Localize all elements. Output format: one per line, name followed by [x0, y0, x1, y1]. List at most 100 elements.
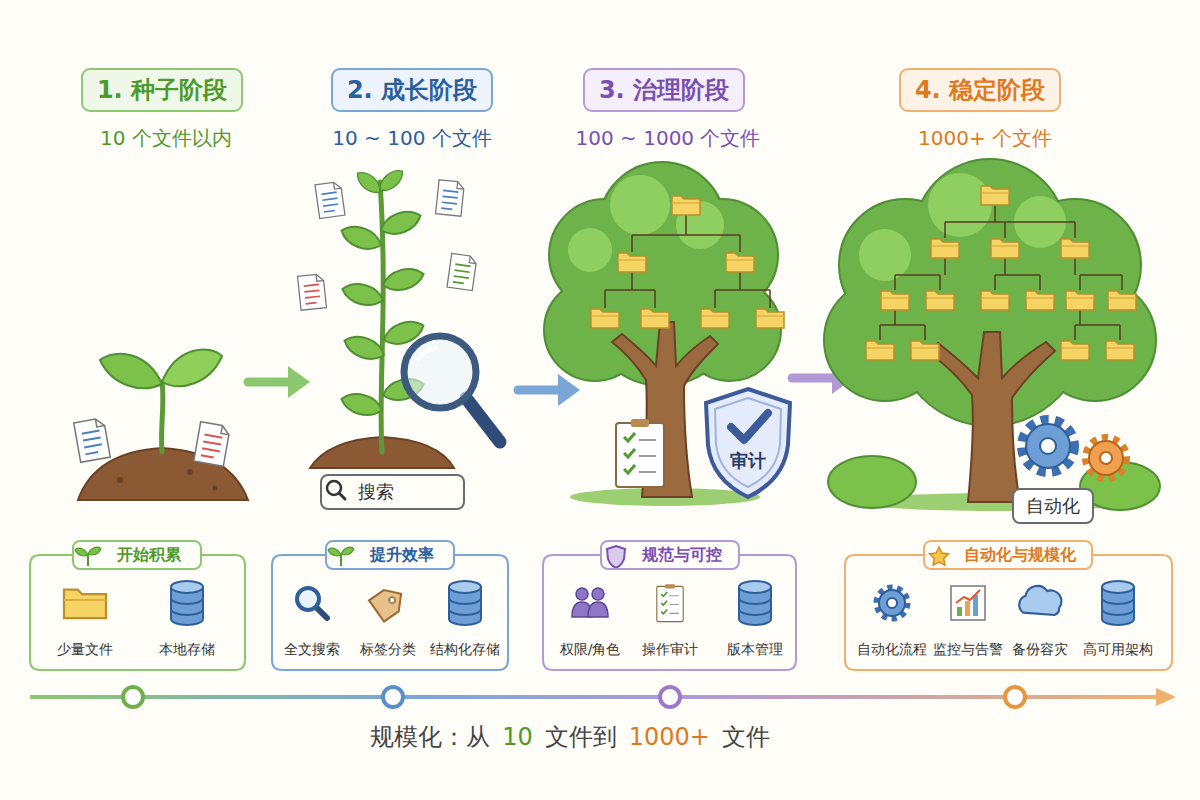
big-tree-illustration	[880, 205, 1122, 340]
automation-box: 自动化	[1012, 488, 1094, 524]
gear-icon	[1022, 420, 1126, 478]
stage-title-box: 4. 稳定阶段	[899, 68, 1061, 112]
feature-icon	[572, 588, 608, 617]
heading-icon	[75, 546, 949, 568]
gear-icon	[1026, 424, 1070, 468]
panel-outline	[543, 555, 796, 670]
audit-shield: 审计	[700, 385, 796, 501]
feature-icon	[592, 588, 604, 600]
caption-part: 文件	[722, 722, 770, 752]
box-label: 自动化	[1026, 495, 1080, 516]
big-tree-illustration	[981, 291, 1009, 310]
big-tree-illustration	[1026, 291, 1054, 310]
tree-illustration	[701, 309, 729, 328]
tree-illustration	[756, 309, 784, 328]
stage-subtitle: 10 ~ 100 个文件	[332, 126, 491, 150]
big-tree-illustration	[991, 239, 1019, 258]
plant-illustration	[339, 493, 345, 499]
stage-title-box: 1. 种子阶段	[81, 68, 243, 112]
tree-illustration	[618, 253, 646, 272]
big-tree-illustration	[828, 456, 916, 508]
feature-label: 少量文件	[57, 640, 113, 658]
timeline	[383, 687, 403, 707]
big-tree-illustration	[1066, 291, 1094, 310]
feature-icon	[388, 596, 396, 604]
feature-icon	[297, 588, 319, 610]
stage-subtitle: 10 个文件以内	[100, 126, 232, 150]
caption-part: 规模化：从	[370, 722, 490, 752]
big-tree-illustration	[859, 229, 911, 281]
caption-row: 规模化：从10文件到1000+文件	[370, 722, 770, 752]
tree-illustration	[605, 215, 770, 308]
plant-illustration	[353, 168, 384, 197]
caption-part: 1000+	[629, 722, 710, 752]
big-tree-illustration	[859, 173, 1066, 281]
seed-illustration	[74, 349, 248, 500]
seed-illustration	[162, 349, 222, 386]
feature-icon	[657, 584, 683, 621]
panel-heading: 规范与可控	[600, 540, 740, 570]
feature-icon	[956, 590, 980, 603]
flow-arrow	[558, 374, 580, 406]
feature-panel: 自动化与规模化自动化流程监控与告警备份容灾高可用架构	[845, 555, 1172, 670]
feature-label: 监控与告警	[933, 640, 1003, 658]
plant-illustration	[436, 180, 465, 216]
tree-illustration	[616, 419, 664, 487]
seed-illustration	[117, 477, 123, 483]
feature-icon	[1102, 581, 1134, 625]
plant-illustration	[378, 206, 424, 239]
plant-illustration	[466, 398, 500, 442]
feature-icon	[64, 581, 1134, 625]
feature-icon	[951, 586, 985, 620]
feature-label: 结构化存储	[430, 640, 500, 658]
feature-icon	[957, 607, 962, 616]
feature-label: 备份容灾	[1012, 640, 1068, 658]
tree-illustration	[641, 309, 669, 328]
seed-illustration	[74, 418, 110, 463]
gear-icon	[1100, 452, 1112, 464]
panel-heading: 提升效率	[325, 540, 455, 570]
feature-label: 操作审计	[642, 640, 698, 658]
big-tree-illustration	[1061, 239, 1089, 258]
feature-icon	[369, 583, 408, 622]
feature-icon	[316, 607, 327, 618]
panel-outline	[845, 555, 1172, 670]
big-tree-illustration	[981, 186, 1009, 205]
panel-heading: 自动化与规模化	[923, 540, 1093, 570]
seed-illustration	[100, 354, 162, 388]
gear-icon	[1040, 438, 1056, 454]
tree-illustration	[568, 228, 612, 272]
stage-subtitle: 100 ~ 1000 个文件	[576, 126, 761, 150]
timeline	[30, 687, 1176, 707]
big-tree-illustration	[866, 341, 894, 360]
panel-outline	[30, 555, 245, 670]
feature-panel: 开始积累少量文件本地存储	[30, 555, 245, 670]
plant-illustration	[418, 348, 436, 360]
feature-label: 标签分类	[360, 640, 416, 658]
plant-illustration	[298, 166, 500, 499]
big-tree-illustration	[928, 332, 1055, 502]
flow-arrow	[248, 366, 310, 398]
feature-panel: 提升效率全文搜索标签分类结构化存储	[272, 555, 508, 670]
plant-illustration	[298, 274, 327, 310]
gear-icon	[1086, 438, 1126, 478]
stage-title: 4. 稳定阶段	[915, 76, 1045, 104]
plant-illustration	[339, 390, 385, 420]
tree-illustration	[612, 322, 718, 497]
panel-heading: 开始积累	[72, 540, 202, 570]
timeline	[123, 687, 143, 707]
tree-illustration	[591, 309, 619, 328]
tree-illustration	[672, 196, 700, 215]
plant-illustration	[380, 265, 426, 295]
shield-outline	[700, 385, 796, 501]
tree-illustration	[568, 175, 724, 272]
heading-icon	[607, 546, 625, 568]
feature-icon	[1019, 586, 1061, 615]
gear-icon	[1022, 420, 1074, 472]
feature-label: 权限/角色	[560, 640, 621, 658]
feature-icon	[877, 588, 907, 618]
feature-label: 高可用架构	[1083, 640, 1153, 658]
stage-title: 3. 治理阶段	[599, 76, 729, 104]
timeline	[1156, 688, 1176, 706]
